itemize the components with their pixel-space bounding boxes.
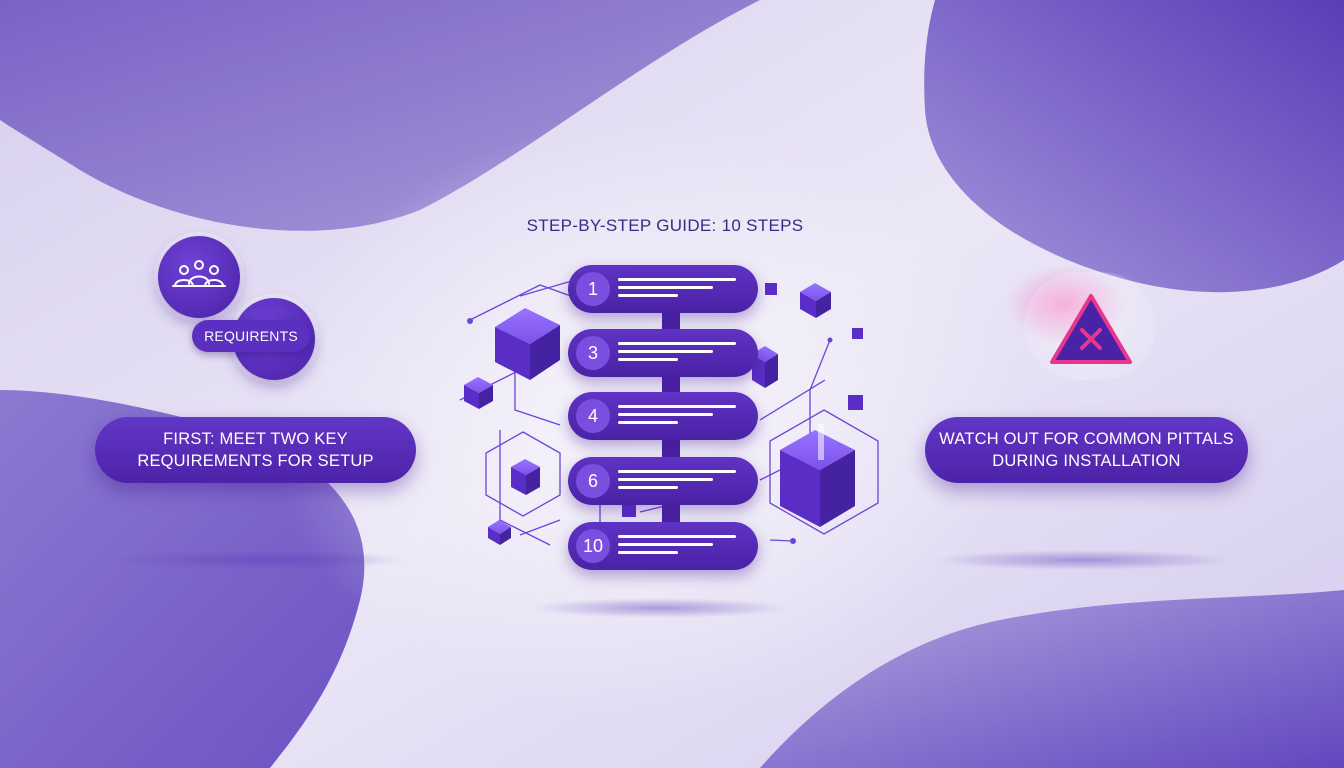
- step-item: 4: [568, 392, 758, 440]
- right-pill-line-1: WATCH OUT FOR COMMON PITTALS: [939, 430, 1234, 448]
- step-number: 1: [576, 272, 610, 306]
- step-item: 10: [568, 522, 758, 570]
- cube-small-5: [752, 346, 778, 388]
- step-text-lines: [618, 535, 738, 559]
- left-pill-line-2: REQUIREMENTS FOR SETUP: [137, 452, 374, 470]
- cube-small-2: [464, 377, 493, 409]
- step-text-lines: [618, 278, 738, 302]
- common-pitfalls-pill: WATCH OUT FOR COMMON PITTALS DURING INST…: [925, 417, 1248, 483]
- warning-triangle-x-icon: [1050, 294, 1132, 364]
- step-number: 6: [576, 464, 610, 498]
- first-requirements-pill: FIRST: MEET TWO KEY REQUIREMENTS FOR SET…: [95, 417, 416, 483]
- cube-small-4: [488, 520, 511, 545]
- guide-title: STEP-BY-STEP GUIDE: 10 STEPS: [526, 216, 804, 235]
- cube-large-right: [780, 430, 855, 527]
- right-pill-line-2: DURING INSTALLATION: [992, 452, 1181, 470]
- connected-users-icon: [172, 260, 226, 287]
- requirements-icon-circle: [158, 236, 240, 318]
- step-text-lines: [618, 470, 738, 494]
- step-number: 10: [576, 529, 610, 563]
- step-text-lines: [618, 405, 738, 429]
- cube-small-3: [511, 459, 540, 495]
- step-item: 6: [568, 457, 758, 505]
- cube-large-left: [495, 308, 560, 380]
- left-pill-line-1: FIRST: MEET TWO KEY: [163, 430, 348, 448]
- cube-small-1: [800, 283, 831, 318]
- step-number: 3: [576, 336, 610, 370]
- step-number: 4: [576, 399, 610, 433]
- step-item: 1: [568, 265, 758, 313]
- step-item: 3: [568, 329, 758, 377]
- requirements-badge-label: REQUIRENTS: [192, 320, 310, 352]
- step-text-lines: [618, 342, 738, 366]
